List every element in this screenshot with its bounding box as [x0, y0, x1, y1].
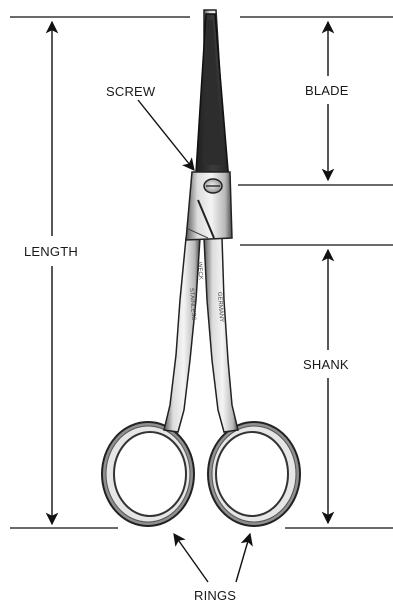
screw-label: SCREW — [106, 84, 156, 99]
left-ring — [102, 422, 194, 526]
blade-label: BLADE — [305, 83, 349, 98]
screw-pointer-arrow — [138, 100, 194, 170]
length-label: LENGTH — [24, 244, 78, 259]
rings-label: RINGS — [194, 588, 236, 603]
rings-pointer-arrow-right — [236, 534, 250, 582]
right-ring — [208, 422, 300, 526]
left-shank: WECK STAINLESS — [164, 238, 203, 432]
screw — [204, 179, 222, 193]
rings-pointer-arrow-left — [174, 534, 208, 582]
shank-label: SHANK — [303, 357, 349, 372]
upper-blade — [196, 14, 230, 190]
shank-engraving-weck: WECK — [196, 262, 203, 280]
right-shank: GERMANY — [204, 238, 238, 432]
